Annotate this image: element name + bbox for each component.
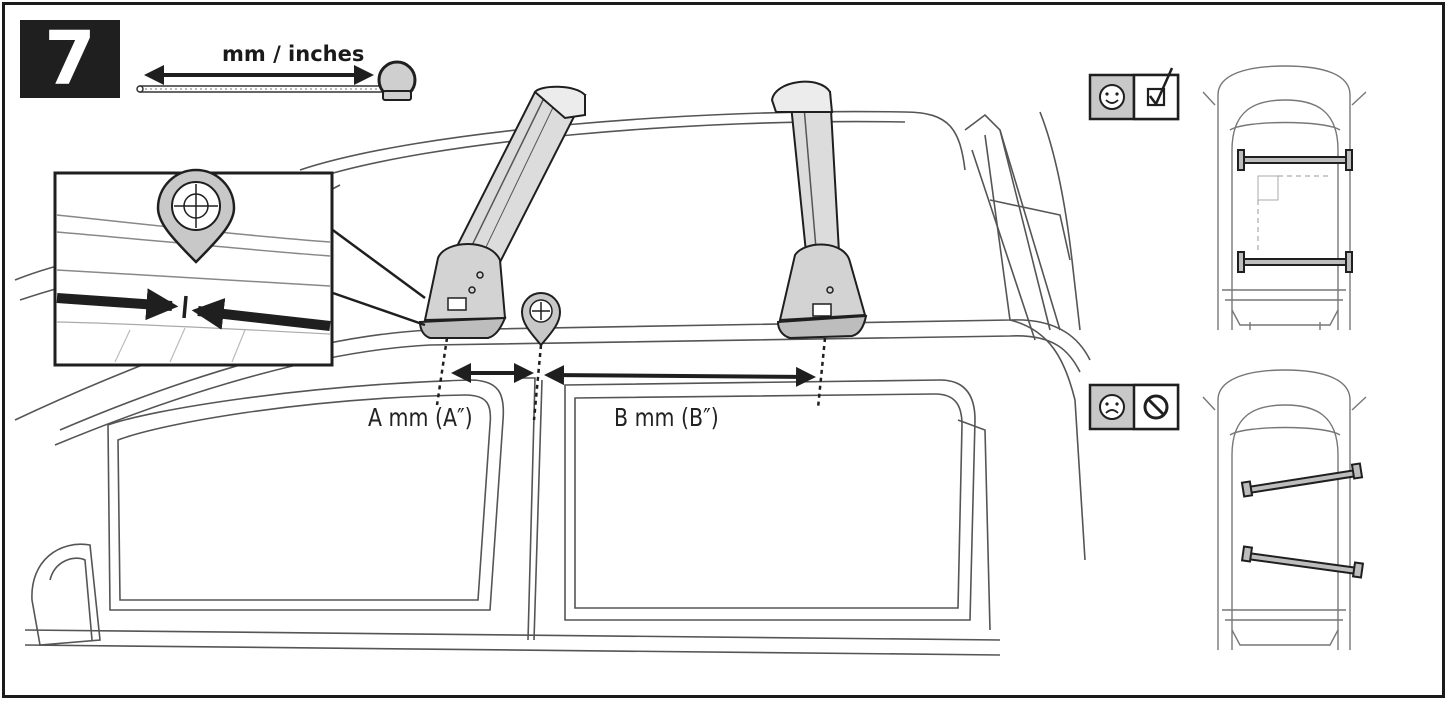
rear-roof-bar (770, 80, 868, 340)
detail-zoom-inset (53, 168, 426, 367)
front-roof-bar (418, 85, 587, 339)
status-correct (1088, 67, 1180, 121)
measurement-label-a: A mm (A″) (368, 403, 473, 432)
status-incorrect (1088, 383, 1180, 431)
tape-measure-icon (136, 60, 417, 101)
measurement-b (532, 337, 827, 421)
measurement-label-b: B mm (B″) (614, 403, 719, 432)
smiley-happy-icon (1099, 84, 1125, 110)
location-pin-crosshair-icon (520, 292, 562, 347)
prohibited-icon (1143, 394, 1169, 420)
measurement-a (435, 337, 534, 406)
top-view-incorrect (1202, 369, 1367, 650)
smiley-sad-icon (1099, 394, 1125, 420)
top-view-correct (1202, 65, 1367, 330)
checkbox-checked-icon (1146, 67, 1174, 107)
measure-unit-label: mm / inches (222, 42, 365, 66)
step-number-badge: 7 (20, 20, 120, 98)
